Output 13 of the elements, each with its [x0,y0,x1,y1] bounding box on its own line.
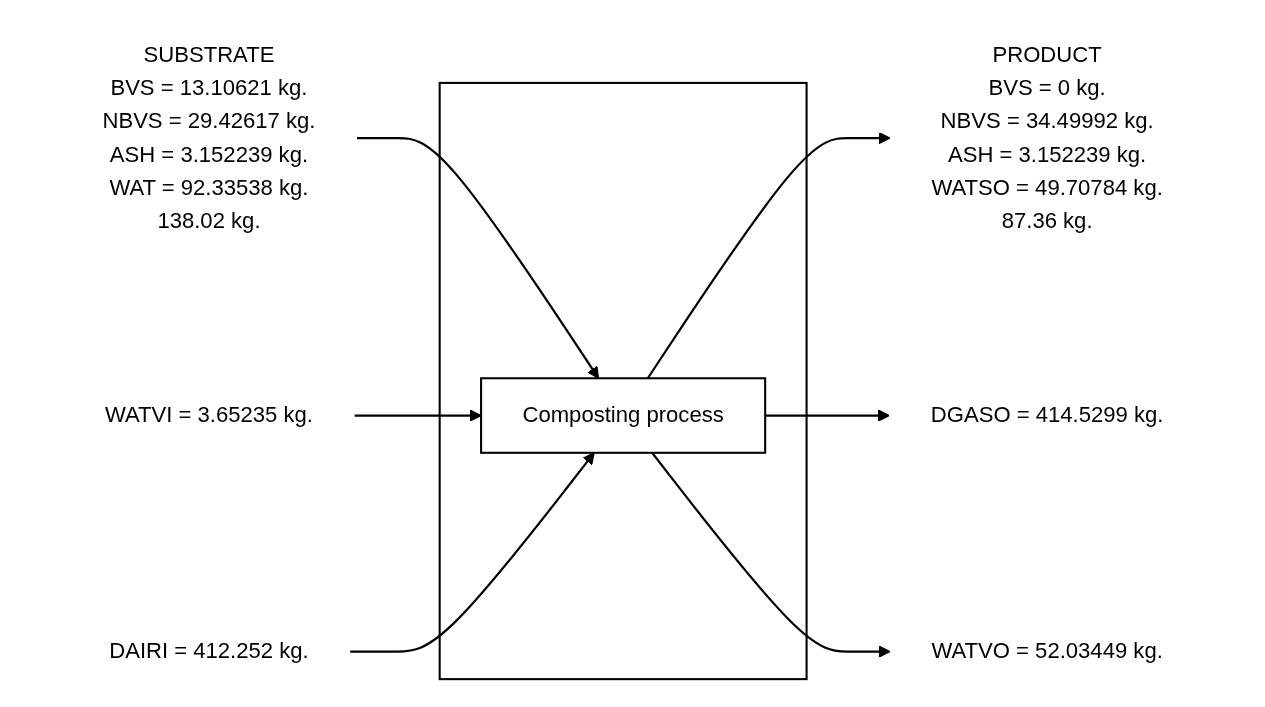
node-text: WATVI = 3.65235 kg. [104,403,313,427]
node-text: DAIRI = 412.252 kg. [108,639,309,663]
node-text: SUBSTRATE BVS = 13.10621 kg. NBVS = 29.42617 kg. ASH = 3.152239 kg. WAT = 92.33538 kg. 138.02 kg. [102,42,316,233]
node-box: Composting process [479,377,766,454]
node-text: PRODUCT BVS = 0 kg. NBVS = 34.49992 kg. ASH = 3.152239 kg. WATSO = 49.70784 kg. 87.36 kg. [930,42,1163,233]
cluster [438,81,808,681]
arrow [349,452,595,653]
arrow [646,132,891,379]
node-text: WATVO = 52.03449 kg. [930,639,1163,663]
arrow [650,452,891,658]
node-text: DGASO = 414.5299 kg. [930,403,1163,427]
arrow [356,137,599,379]
arrow [764,409,890,422]
